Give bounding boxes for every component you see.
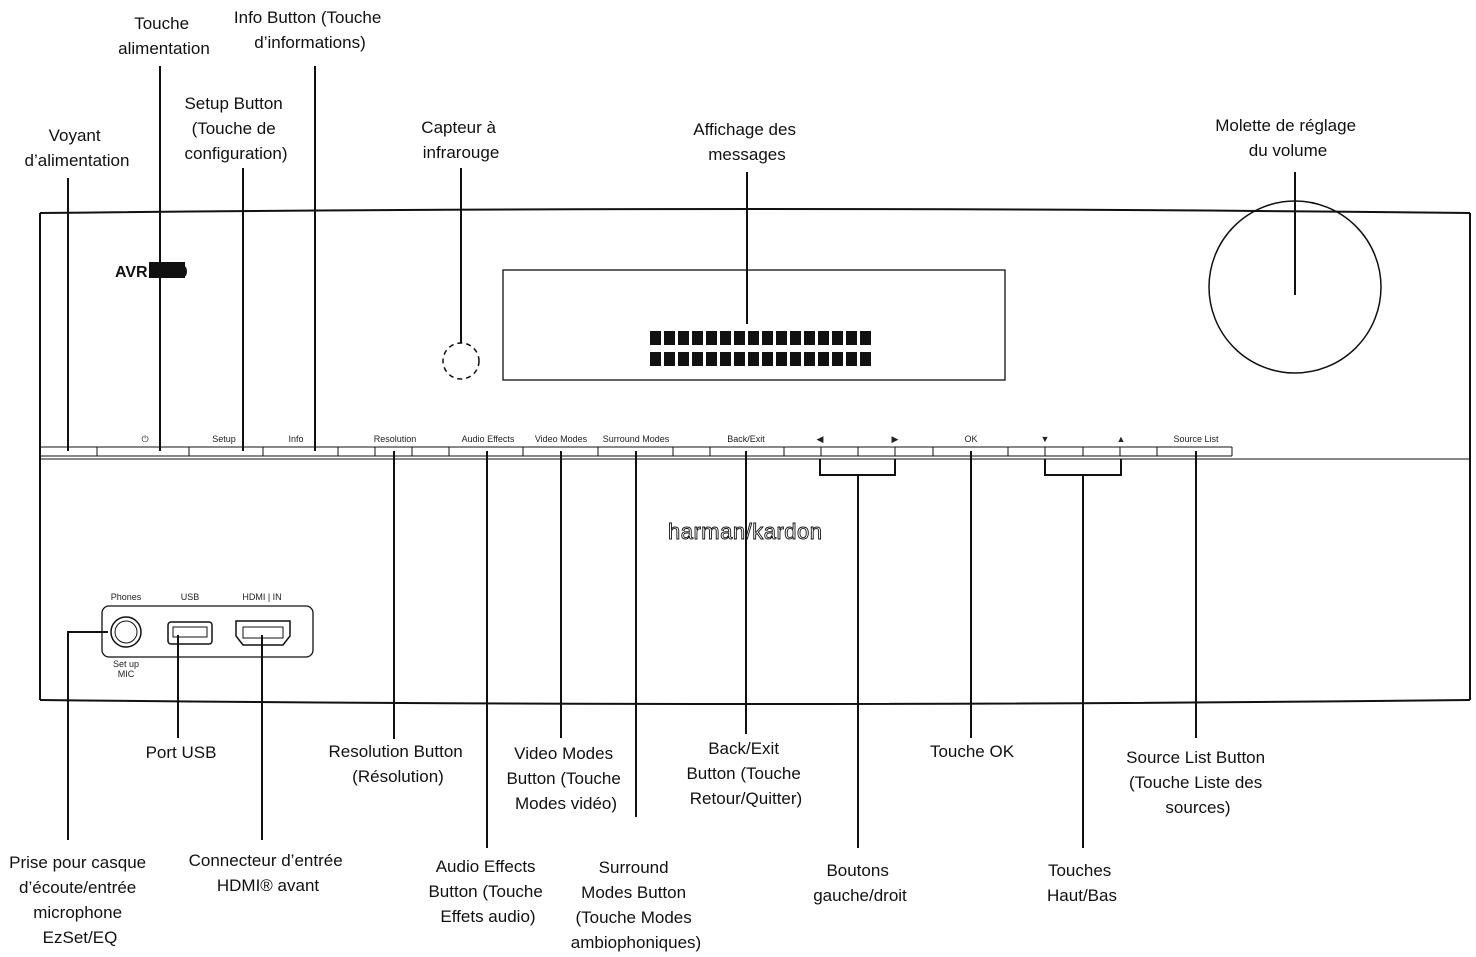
display-character-cell [846, 352, 857, 366]
callout-touche-alimentation: Touche alimentation [118, 14, 210, 58]
callout-labels: Voyant d’alimentation Touche alimentatio… [9, 8, 1361, 952]
display-character-cell [860, 352, 871, 366]
callout-setup: Setup Button (Touche de configuration) [184, 94, 287, 163]
callout-info: Info Button (Touche d’informations) [234, 8, 386, 52]
source-list-button-label: Source List [1173, 434, 1219, 444]
setup-button-label: Setup [212, 434, 236, 444]
display-character-cell [678, 331, 689, 345]
display-character-cell [692, 352, 703, 366]
left-arrow-icon: ◀ [817, 434, 824, 444]
usb-port-label: USB [181, 592, 200, 602]
ok-button-label: OK [964, 434, 977, 444]
brand-logo: harman/kardon [668, 519, 822, 544]
usb-port[interactable] [167, 621, 213, 645]
surround-modes-button-label: Surround Modes [603, 434, 670, 444]
model-badge: AVR 3700 [115, 262, 188, 281]
phones-jack-label: Phones [111, 592, 142, 602]
callout-affichage: Affichage des messages [693, 120, 800, 164]
display-character-cell [790, 331, 801, 345]
display-character-cell [650, 352, 661, 366]
back-exit-button-label: Back/Exit [727, 434, 765, 444]
display-character-cell [804, 331, 815, 345]
display-character-cell [860, 331, 871, 345]
power-button-symbol: ⏻ [141, 434, 148, 444]
info-button-label: Info [288, 434, 303, 444]
callout-prise-casque: Prise pour casque d’écoute/entrée microp… [9, 853, 151, 947]
display-character-cell [818, 352, 829, 366]
callout-video-modes: Video Modes Button (Touche Modes vidéo) [506, 744, 625, 813]
callout-haut-bas: Touches Haut/Bas [1047, 861, 1117, 905]
front-jack-panel: Phones USB HDMI | IN Set up MIC [101, 592, 314, 679]
display-character-cell [734, 352, 745, 366]
right-arrow-icon: ▶ [892, 434, 899, 444]
hdmi-input-label: HDMI | IN [242, 592, 281, 602]
audio-effects-button-label: Audio Effects [462, 434, 515, 444]
down-arrow-icon: ▼ [1041, 434, 1050, 444]
callout-hdmi: Connecteur d’entrée HDMI® avant [189, 851, 348, 895]
callout-source-list: Source List Button (Touche Liste des sou… [1126, 748, 1270, 817]
display-character-grid [650, 331, 871, 366]
display-character-cell [678, 352, 689, 366]
display-character-cell [804, 352, 815, 366]
display-character-cell [734, 331, 745, 345]
display-character-cell [762, 352, 773, 366]
callout-capteur: Capteur à infrarouge [421, 118, 500, 162]
display-character-cell [706, 331, 717, 345]
display-character-cell [776, 352, 787, 366]
display-character-cell [720, 331, 731, 345]
display-character-cell [818, 331, 829, 345]
message-display [502, 269, 1006, 381]
button-strip-labels: ⏻ Setup Info Resolution Audio Effects Vi… [141, 434, 1219, 444]
callout-port-usb: Port USB [146, 743, 217, 762]
setup-mic-label-line2: MIC [118, 669, 135, 679]
setup-mic-label-line1: Set up [113, 659, 139, 669]
display-character-cell [748, 352, 759, 366]
display-character-cell [650, 331, 661, 345]
callout-surround: Surround Modes Button (Touche Modes ambi… [571, 858, 701, 952]
ir-sensor [442, 342, 480, 380]
model-label: AVR 3700 [115, 264, 188, 281]
callout-gauche-droit: Boutons gauche/droit [813, 861, 907, 905]
display-character-cell [692, 331, 703, 345]
callout-touche-ok: Touche OK [930, 742, 1015, 761]
callout-back-exit: Back/Exit Button (Touche Retour/Quitter) [686, 739, 805, 808]
receiver-chassis [39, 208, 1471, 705]
up-arrow-icon: ▲ [1117, 434, 1126, 444]
leader-lines [67, 66, 1296, 848]
display-character-cell [832, 352, 843, 366]
display-character-cell [720, 352, 731, 366]
callout-resolution: Resolution Button (Résolution) [329, 742, 468, 786]
callout-audio-effects: Audio Effects Button (Touche Effets audi… [428, 857, 547, 926]
display-character-cell [846, 331, 857, 345]
resolution-button-label: Resolution [374, 434, 417, 444]
display-character-cell [762, 331, 773, 345]
display-character-cell [776, 331, 787, 345]
callout-voyant: Voyant d’alimentation [25, 126, 130, 170]
display-character-cell [706, 352, 717, 366]
display-character-cell [748, 331, 759, 345]
display-character-cell [832, 331, 843, 345]
callout-molette: Molette de réglage du volume [1215, 116, 1361, 160]
display-character-cell [664, 352, 675, 366]
display-character-cell [790, 352, 801, 366]
headphone-jack[interactable] [110, 616, 142, 648]
video-modes-button-label: Video Modes [535, 434, 588, 444]
display-character-cell [664, 331, 675, 345]
